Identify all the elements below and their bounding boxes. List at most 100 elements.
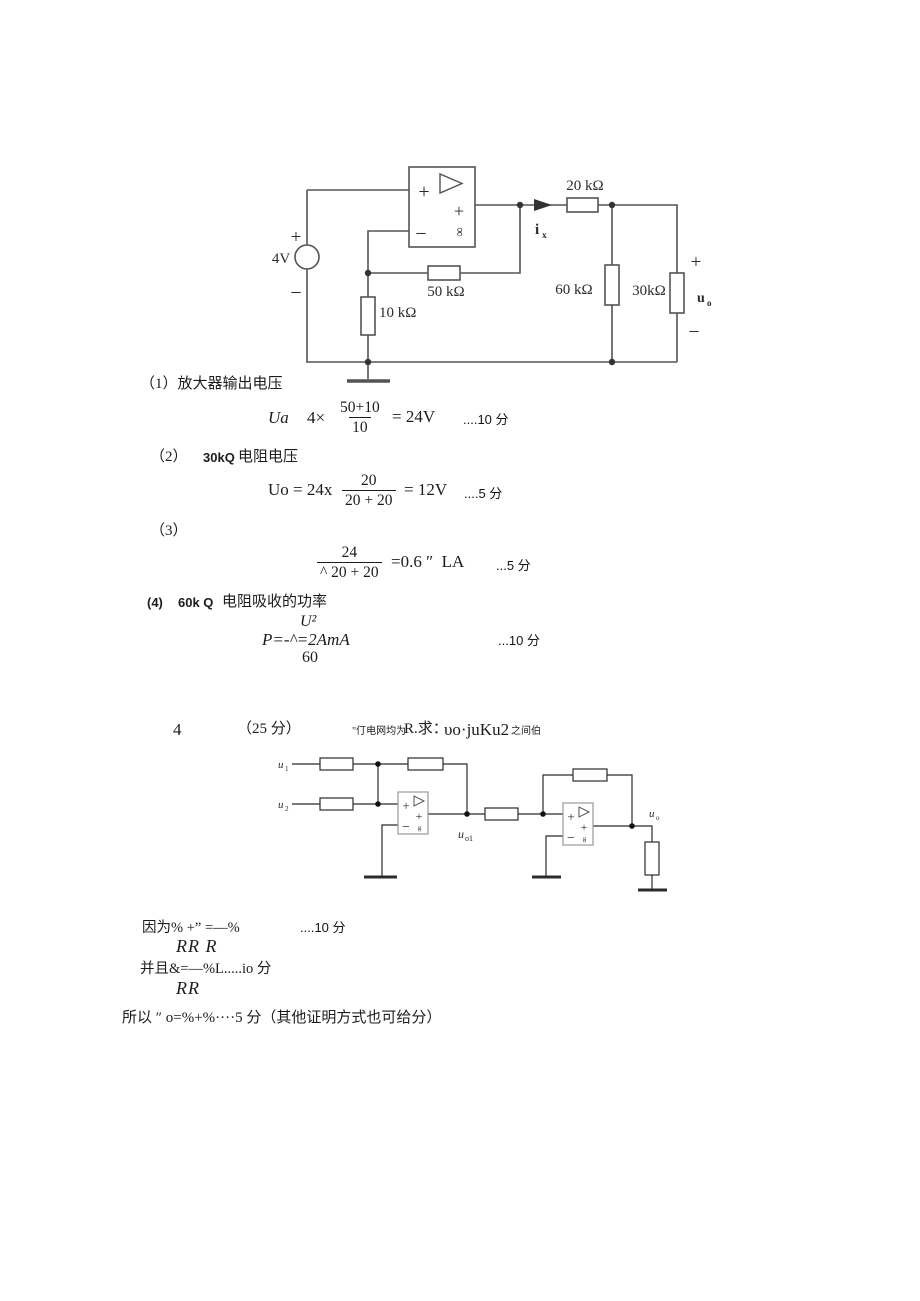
opamp1-input-minus: −	[402, 820, 410, 835]
resistor-input1	[319, 757, 354, 771]
formula4-denominator: 60	[302, 649, 318, 666]
u1-label: u	[278, 759, 284, 771]
problem4-desc-small1: "仃电网均为	[352, 726, 407, 737]
section2-title: （2）	[150, 449, 188, 465]
formula2-lhs: Uo = 24x	[268, 480, 333, 499]
solution4-line2: RR R	[176, 936, 218, 956]
circuit2-nodes	[375, 761, 635, 829]
opamp-input-plus: +	[418, 181, 429, 203]
r10k-label: 10 kΩ	[379, 305, 416, 321]
formula1-rhs: = 24V	[392, 407, 436, 426]
opamp2-box	[562, 802, 594, 846]
resistor-input2	[319, 797, 354, 811]
circuit2-wires	[292, 757, 667, 892]
uo-sub: o	[707, 298, 712, 308]
opamp2-input-plus: +	[567, 809, 574, 824]
uo1-sub: o1	[465, 834, 473, 843]
formula1-mult: 4×	[307, 408, 326, 427]
u1-sub: 1	[285, 765, 289, 773]
voltage-source-symbol	[294, 244, 320, 270]
resistor-output	[644, 841, 660, 876]
circuit1-nodes	[364, 201, 616, 366]
formula1-score: ....10 分	[463, 412, 509, 427]
formula1-denominator: 10	[349, 417, 371, 437]
opamp-gain-infinity: ∞	[453, 227, 468, 236]
uo2-sub: o	[656, 814, 660, 822]
formula3-fraction: 24 ^ 20 + 20	[317, 543, 382, 583]
formula3-score: ...5 分	[496, 558, 531, 573]
circuit1-diagram: + 4V − + − + ∞ 20 kΩ i x 50 kΩ 10 kΩ 60 …	[272, 166, 712, 383]
ix-arrow-icon	[534, 199, 552, 211]
problem4-desc-mid: R.求：	[404, 721, 448, 737]
section4-title: (4)	[147, 595, 163, 610]
opamp2-triangle-icon	[578, 806, 591, 818]
resistor-feedback2	[572, 768, 608, 782]
opamp1-gain-infinity: ∞	[415, 826, 425, 832]
r20k-label: 20 kΩ	[566, 178, 603, 194]
source-label: 4V	[272, 251, 291, 267]
resistor-mid	[484, 807, 519, 821]
opamp1-triangle-icon	[413, 795, 426, 807]
formula3-numerator: 24	[341, 544, 358, 561]
problem4-desc-small2: 之间伯	[511, 726, 541, 737]
section1-title: （1）放大器输出电压	[140, 376, 283, 392]
opamp-output-plus: +	[454, 201, 464, 221]
opamp-box	[408, 166, 476, 248]
resistor-20k	[566, 197, 599, 213]
formula1-fraction: 50+10 10	[337, 398, 383, 438]
formula2-numerator: 20	[361, 472, 377, 489]
formula4-score: ...10 分	[498, 633, 540, 648]
solution4-line1: 因为% +” =—%	[142, 920, 240, 936]
formula2-score: ....5 分	[464, 486, 503, 501]
solution4-line4: RR	[176, 978, 200, 998]
opamp2-gain-infinity: ∞	[580, 837, 590, 843]
uo1-label: u	[458, 827, 464, 841]
opamp1-input-plus: +	[402, 798, 409, 813]
circuit2-opamp-boxes	[397, 791, 594, 846]
formula3-denominator: ^ 20 + 20	[317, 562, 382, 582]
uo-plus-sign: +	[691, 252, 702, 273]
opamp1-box	[397, 791, 429, 835]
resistor-60k	[604, 264, 620, 306]
resistor-50k	[427, 265, 461, 281]
opamp-triangle-icon	[439, 172, 464, 195]
formula1-numerator: 50+10	[340, 399, 380, 416]
uo-label: u	[697, 291, 705, 306]
formula2-fraction: 20 20 + 20	[342, 471, 396, 511]
r30k-label: 30kΩ	[632, 283, 666, 299]
section4-rest: 电阻吸收的功率	[222, 594, 328, 610]
source-minus-sign: −	[290, 282, 301, 304]
section2-resistor: 30kQ	[203, 450, 235, 465]
resistor-10k	[360, 296, 376, 336]
problem4-desc-big: υo·juKu2	[444, 720, 510, 739]
uo-minus-sign: −	[688, 321, 699, 343]
resistor-30k	[669, 272, 685, 314]
formula4-numerator: U²	[300, 613, 317, 630]
source-plus-sign: +	[291, 227, 302, 248]
solution4-line1-score: ....10 分	[300, 920, 346, 935]
opamp1-output-plus: +	[416, 809, 423, 823]
resistor-feedback1	[407, 757, 444, 771]
solution4-line5: 所以 ″ o=%+%····5 分（其他证明方式也可给分）	[122, 1010, 442, 1026]
circuit2-diagram: u 1 u 2 + − + ∞ u o1 + − + ∞ u o	[278, 757, 667, 892]
problem4-points: （25 分）	[237, 721, 301, 737]
opamp-input-minus: −	[415, 223, 426, 245]
u2-label: u	[278, 799, 284, 811]
circuit1-wires	[294, 166, 685, 383]
ix-sub: x	[542, 231, 547, 241]
uo2-label: u	[649, 808, 655, 820]
opamp2-output-plus: +	[581, 820, 588, 834]
section2-rest: 电阻电压	[238, 449, 299, 465]
problem4-number: 4	[173, 720, 182, 739]
solution4-line3: 并且&=—%L.....io 分	[140, 961, 272, 977]
formula1-lhs: Ua	[268, 408, 289, 427]
r50k-label: 50 kΩ	[427, 284, 464, 300]
section3-title: （3）	[150, 523, 188, 539]
r60k-label: 60 kΩ	[555, 282, 592, 298]
ix-label: i	[535, 222, 539, 238]
section4-resistor: 60k Q	[178, 595, 214, 610]
u2-sub: 2	[285, 805, 289, 813]
opamp2-input-minus: −	[567, 831, 575, 846]
formula4-main: P=-^=2AmA	[262, 630, 350, 649]
